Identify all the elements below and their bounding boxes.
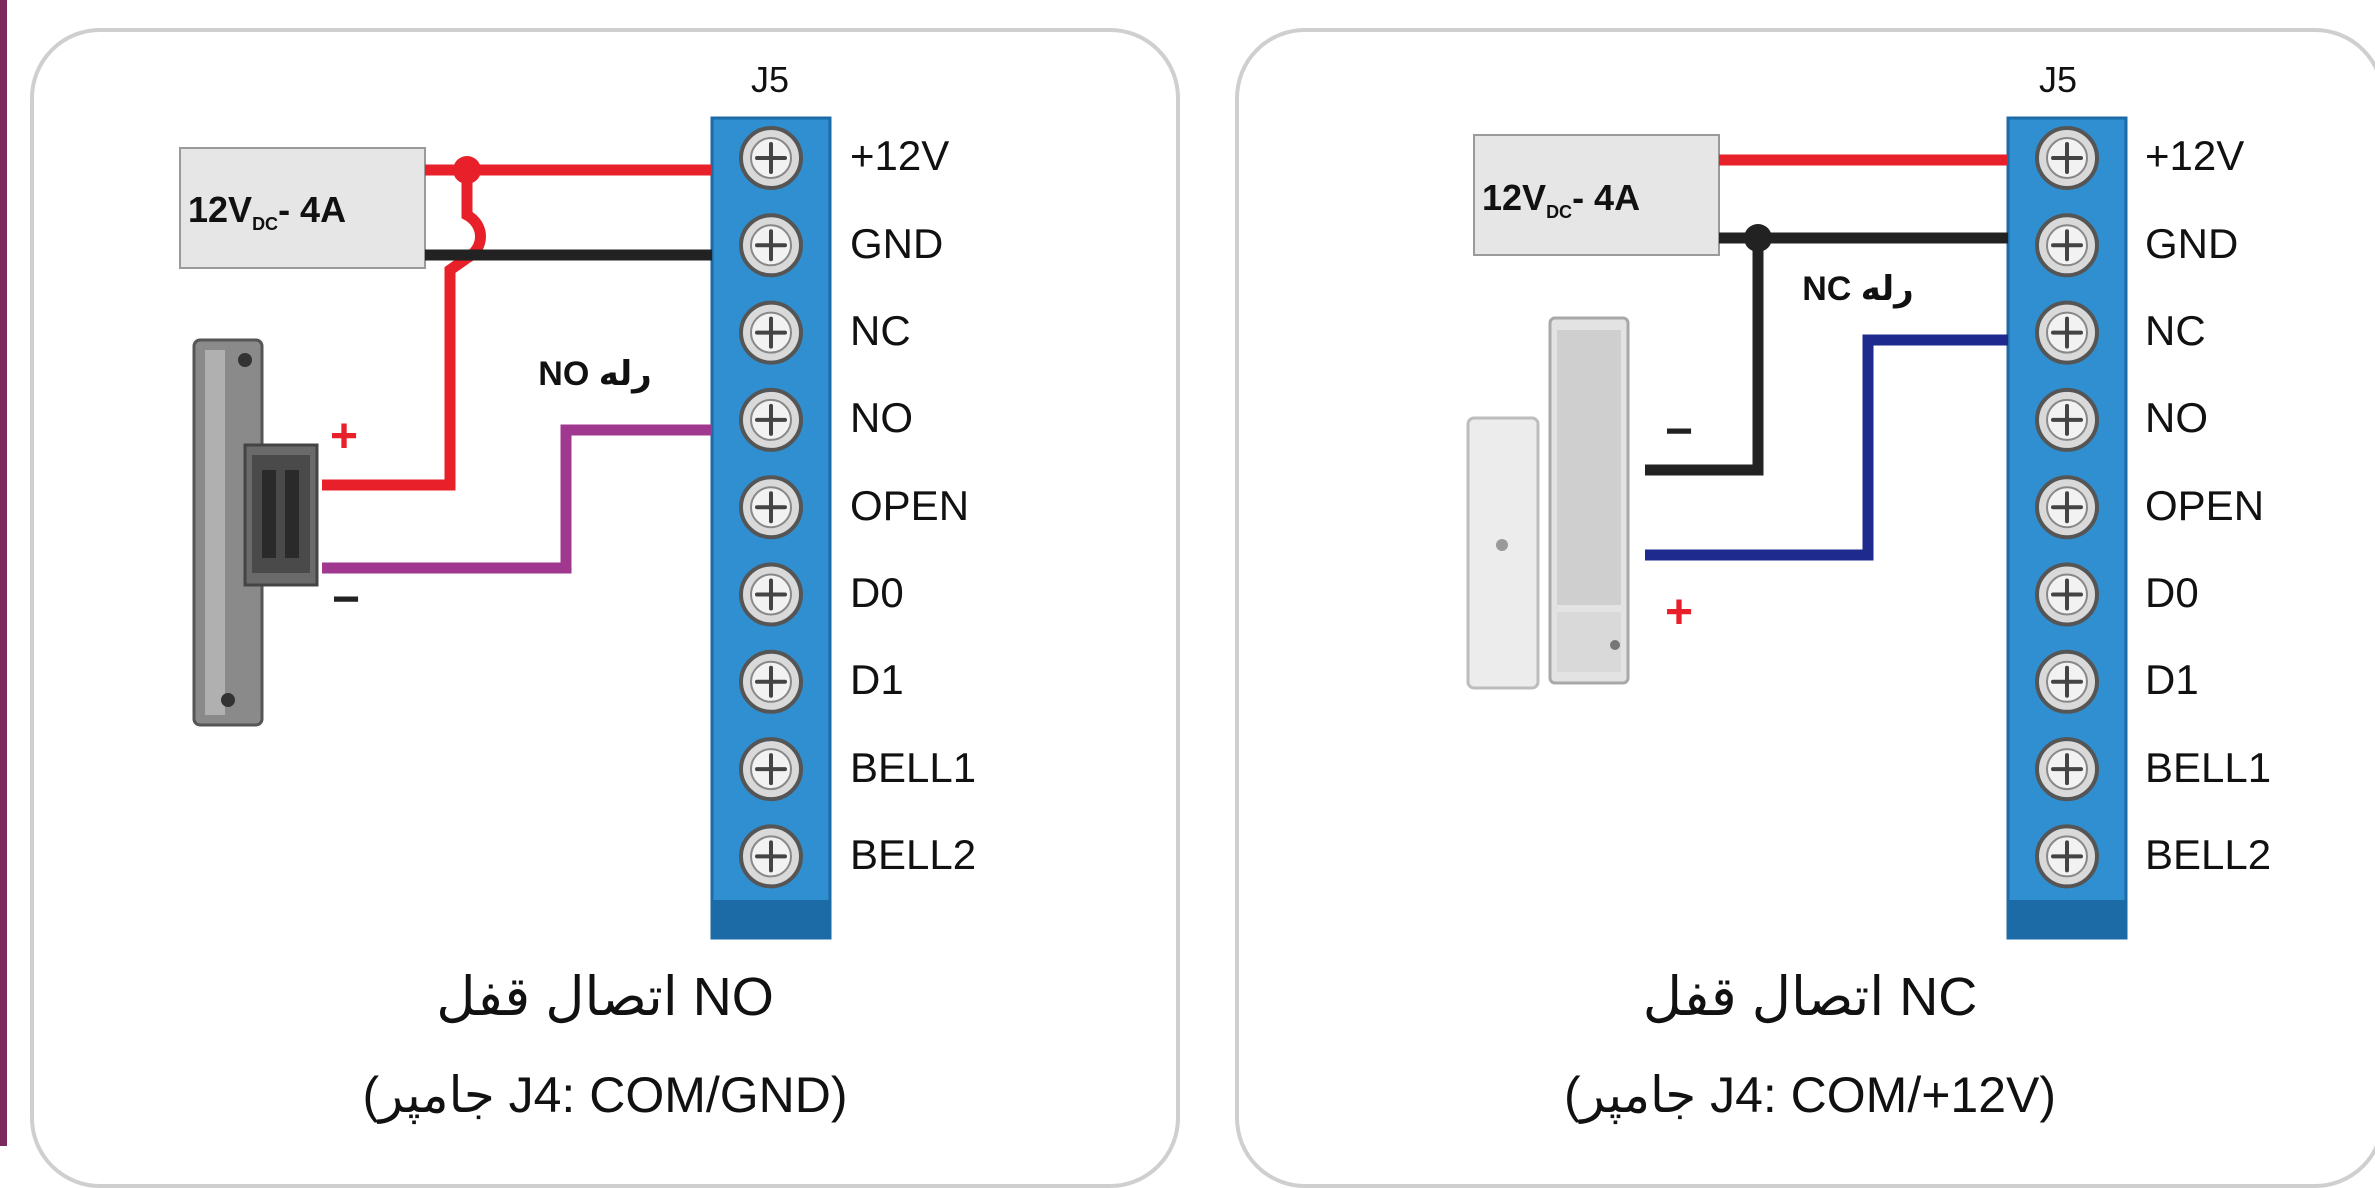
left-accent-bar xyxy=(0,0,7,1146)
terminal-block xyxy=(2006,116,2128,940)
terminal-label-bell1: BELL1 xyxy=(850,744,976,791)
terminal-label-nc: NC xyxy=(850,307,911,354)
terminal-label-bell1: BELL1 xyxy=(2145,744,2271,791)
psu-current: - 4A xyxy=(1572,177,1640,218)
psu-dc-subscript: DC xyxy=(252,214,278,234)
terminal-label-d0: D0 xyxy=(2145,569,2199,616)
psu-voltage: 12V xyxy=(188,189,252,230)
psu-dc-subscript: DC xyxy=(1546,202,1572,222)
diagram-subtitle: (جامپر J4: COM/+12V) xyxy=(1564,1067,2056,1124)
terminal-label-open: OPEN xyxy=(2145,482,2264,529)
terminal-label-d1: D1 xyxy=(850,656,904,703)
panel-nc-lock xyxy=(1235,28,2375,1188)
terminal-screw-open xyxy=(739,475,803,540)
terminal-screw-gnd xyxy=(739,213,803,278)
wires xyxy=(1645,154,2008,561)
diagram-title: اتصال قفل NC xyxy=(1643,967,1978,1027)
terminal-label-bell2: BELL2 xyxy=(2145,831,2271,878)
wire-red-to-lock xyxy=(322,170,486,491)
terminal-label-12v: +12V xyxy=(850,132,949,179)
terminal-label-d0: D0 xyxy=(850,569,904,616)
terminal-label-open: OPEN xyxy=(850,482,969,529)
wires xyxy=(322,156,712,574)
terminal-header-label: J5 xyxy=(2039,59,2077,100)
terminal-screw-bell1 xyxy=(739,737,803,802)
diagram-subtitle: (جامپر J4: COM/GND) xyxy=(362,1067,847,1124)
terminal-screw-no xyxy=(739,387,803,452)
magnetic-lock xyxy=(1466,316,1630,690)
terminal-screw-d1 xyxy=(2035,649,2099,714)
terminal-screw-nc xyxy=(2035,300,2099,365)
terminal-screw-bell1 xyxy=(2035,737,2099,802)
diagram-nc-lock: J5 +12V GND NC NO OPEN D0 D1 BELL1 BELL2 xyxy=(1466,59,2271,1124)
minus-sign: − xyxy=(1665,405,1693,458)
terminal-label-no: NO xyxy=(850,394,913,441)
terminal-screw-d0 xyxy=(2035,562,2099,627)
terminal-block xyxy=(710,116,832,940)
terminal-label-12v: +12V xyxy=(2145,132,2244,179)
plus-sign: + xyxy=(1665,586,1693,639)
wire-black-to-lock xyxy=(1645,238,1764,476)
terminal-label-no: NO xyxy=(2145,394,2208,441)
terminal-screw-d1 xyxy=(739,649,803,714)
svg-text:12VDC- 4A: 12VDC- 4A xyxy=(1482,177,1640,222)
terminal-label-bell2: BELL2 xyxy=(850,831,976,878)
terminal-screw-nc xyxy=(739,300,803,365)
psu-voltage: 12V xyxy=(1482,177,1546,218)
terminal-screw-open xyxy=(2035,475,2099,540)
wire-blue-nc xyxy=(1645,334,2008,561)
power-supply-box: 12VDC- 4A xyxy=(1473,134,1720,256)
terminal-header-label: J5 xyxy=(751,59,789,100)
terminal-labels: +12V GND NC NO OPEN D0 D1 BELL1 BELL2 xyxy=(2145,132,2271,878)
plus-sign: + xyxy=(330,410,358,463)
minus-sign: − xyxy=(332,573,360,626)
psu-current: - 4A xyxy=(278,189,346,230)
terminal-screw-12v xyxy=(2035,126,2099,190)
relay-label: NC رله xyxy=(1802,270,1914,308)
terminal-label-gnd: GND xyxy=(2145,220,2238,267)
terminal-screw-12v xyxy=(739,126,803,190)
terminal-screw-d0 xyxy=(739,562,803,627)
wiring-diagrams-svg: J5 +12V GND NC NO OPEN D0 D1 BELL1 BELL2 xyxy=(179,59,2271,1124)
diagram-no-lock: J5 +12V GND NC NO OPEN D0 D1 BELL1 BELL2 xyxy=(179,59,976,1124)
wire-purple-no xyxy=(322,424,712,574)
power-supply-box: 12VDC- 4A xyxy=(179,147,426,269)
terminal-label-d1: D1 xyxy=(2145,656,2199,703)
relay-label: NO رله xyxy=(538,355,651,393)
svg-text:12VDC- 4A: 12VDC- 4A xyxy=(188,189,346,234)
terminal-screw-bell2 xyxy=(2035,824,2099,889)
terminal-screw-bell2 xyxy=(739,824,803,889)
terminal-label-nc: NC xyxy=(2145,307,2206,354)
electric-strike-lock xyxy=(192,338,319,727)
terminal-screw-no xyxy=(2035,387,2099,452)
terminal-labels: +12V GND NC NO OPEN D0 D1 BELL1 BELL2 xyxy=(850,132,976,878)
diagram-title: اتصال قفل NO xyxy=(436,967,774,1027)
terminal-screw-gnd xyxy=(2035,213,2099,278)
terminal-label-gnd: GND xyxy=(850,220,943,267)
